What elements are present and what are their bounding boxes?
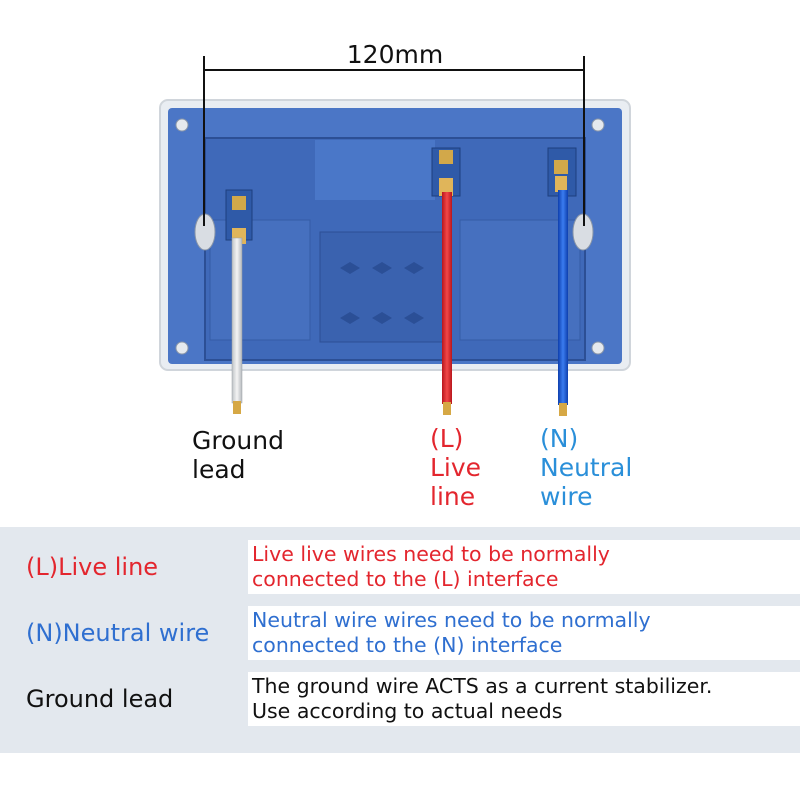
dimension-line	[203, 56, 585, 226]
neutral-terminal	[547, 147, 577, 197]
live-wire	[442, 192, 452, 415]
ground-wire	[231, 237, 243, 414]
live-wire-label: (L) Live line	[430, 424, 482, 511]
neutral-wire	[558, 190, 568, 416]
legend-row-live: (L)Live line Live live wires need to be …	[0, 540, 800, 594]
legend-name: (L)Live line	[2, 540, 246, 594]
neutral-wire-label: (N) Neutral wire	[540, 424, 633, 511]
legend-description: The ground wire ACTS as a current stabil…	[248, 672, 800, 726]
legend-description: Neutral wire wires need to be normally c…	[248, 606, 800, 660]
dimension-label: 120mm	[346, 40, 444, 69]
legend-name: (N)Neutral wire	[2, 606, 246, 660]
legend-description: Live live wires need to be normally conn…	[248, 540, 800, 594]
ground-wire-label: Ground lead	[192, 426, 284, 484]
legend-name: Ground lead	[2, 672, 246, 726]
live-terminal	[431, 147, 461, 197]
vent-pattern	[340, 262, 424, 324]
socket-wiring-diagram	[159, 56, 631, 416]
legend-row-ground: Ground lead The ground wire ACTS as a cu…	[0, 672, 800, 726]
legend-row-neutral: (N)Neutral wire Neutral wire wires need …	[0, 606, 800, 660]
ground-terminal	[225, 189, 253, 244]
